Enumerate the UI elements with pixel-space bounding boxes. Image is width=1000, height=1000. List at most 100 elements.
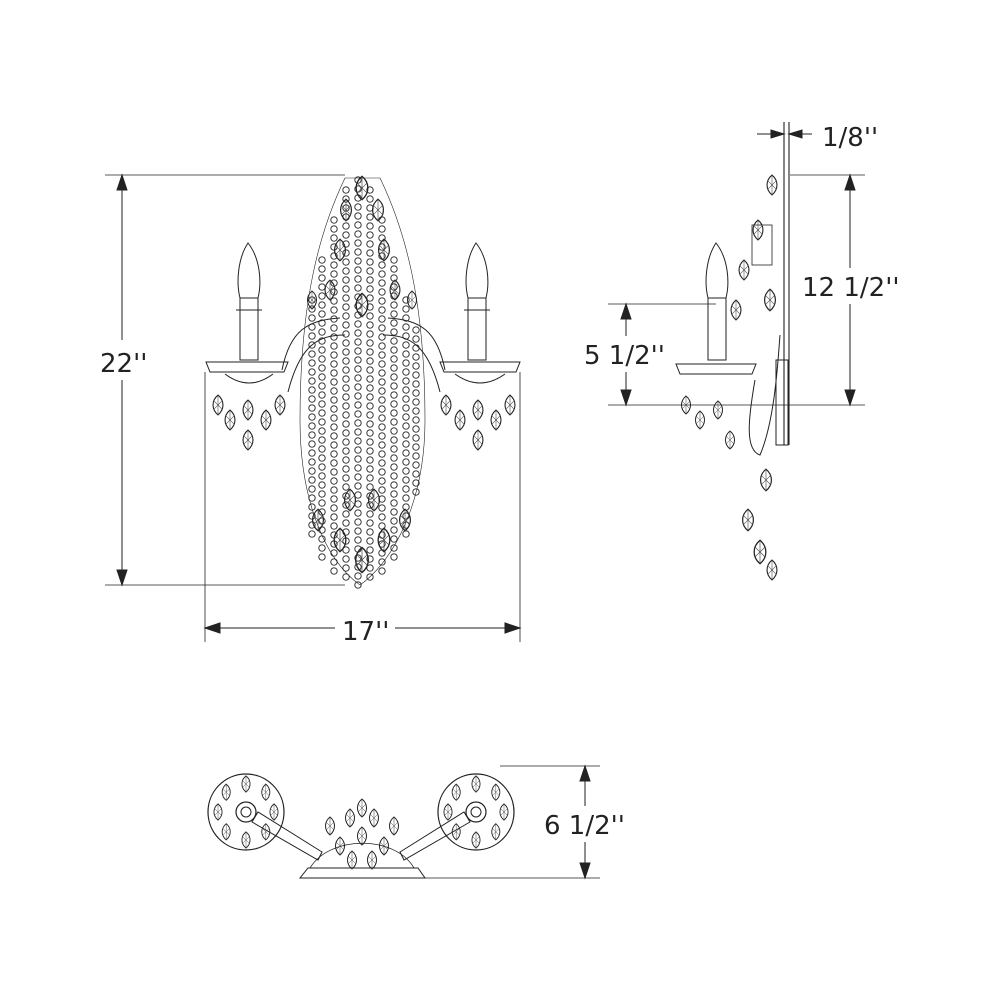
- crystal-shape: [379, 836, 389, 856]
- crystal-shape: [325, 816, 335, 836]
- bead-shape: [342, 483, 350, 491]
- bead-shape: [308, 350, 316, 358]
- bead-shape: [402, 476, 410, 484]
- bead-shape: [390, 400, 398, 408]
- bead-shape: [342, 402, 350, 410]
- bead-shape: [342, 321, 350, 329]
- backplate-thickness-label: 1/8'': [822, 123, 878, 153]
- bead-shape: [366, 483, 374, 491]
- crystal-shape: [399, 508, 411, 532]
- bead-shape: [366, 294, 374, 302]
- bead-shape: [354, 212, 362, 220]
- crystal-shape: [345, 808, 355, 828]
- bead-shape: [412, 389, 420, 397]
- crystal-shape: [333, 527, 347, 553]
- bead-shape: [402, 494, 410, 502]
- bead-shape: [354, 392, 362, 400]
- bead-shape: [354, 257, 362, 265]
- bead-shape: [318, 409, 326, 417]
- bead-shape: [330, 549, 338, 557]
- bead-shape: [402, 350, 410, 358]
- bead-shape: [378, 351, 386, 359]
- bead-shape: [366, 456, 374, 464]
- crystal-shape: [269, 803, 279, 821]
- bead-shape: [318, 481, 326, 489]
- bead-shape: [318, 535, 326, 543]
- bead-shape: [378, 459, 386, 467]
- crystal-shape: [766, 559, 778, 581]
- bead-shape: [390, 391, 398, 399]
- crystal-shape: [221, 823, 231, 841]
- top-dimensions: [540, 764, 632, 880]
- bead-shape: [308, 458, 316, 466]
- front-view: [105, 174, 521, 642]
- bead-shape: [342, 330, 350, 338]
- bead-shape: [330, 486, 338, 494]
- bead-shape: [378, 423, 386, 431]
- bead-shape: [378, 297, 386, 305]
- bead-shape: [366, 321, 374, 329]
- bead-shape: [366, 267, 374, 275]
- right-candle: [464, 242, 490, 361]
- bead-shape: [366, 249, 374, 257]
- crystal-shape: [221, 783, 231, 801]
- bead-shape: [412, 461, 420, 469]
- bead-shape: [390, 490, 398, 498]
- bead-shape: [354, 239, 362, 247]
- crystal-shape: [472, 399, 484, 421]
- bead-shape: [378, 486, 386, 494]
- bead-shape: [412, 407, 420, 415]
- bead-shape: [412, 380, 420, 388]
- bead-shape: [308, 449, 316, 457]
- bead-shape: [354, 365, 362, 373]
- bead-shape: [330, 342, 338, 350]
- bead-shape: [354, 338, 362, 346]
- bead-shape: [318, 355, 326, 363]
- bead-shape: [342, 285, 350, 293]
- bead-shape: [342, 366, 350, 374]
- bead-shape: [342, 384, 350, 392]
- bead-shape: [330, 387, 338, 395]
- bead-shape: [318, 427, 326, 435]
- bead-shape: [390, 517, 398, 525]
- bead-shape: [366, 546, 374, 554]
- bead-shape: [354, 446, 362, 454]
- bead-shape: [354, 464, 362, 472]
- crystal-shape: [738, 259, 750, 281]
- bead-shape: [354, 248, 362, 256]
- bead-shape: [390, 454, 398, 462]
- bead-shape: [378, 288, 386, 296]
- bead-shape: [330, 495, 338, 503]
- bead-shape: [402, 530, 410, 538]
- crystal-shape: [274, 394, 286, 416]
- bead-shape: [366, 375, 374, 383]
- bead-shape: [354, 383, 362, 391]
- bead-shape: [342, 339, 350, 347]
- bead-shape: [390, 481, 398, 489]
- bead-shape: [318, 391, 326, 399]
- crystal-shape: [340, 198, 352, 222]
- bead-shape: [366, 384, 374, 392]
- bead-shape: [390, 301, 398, 309]
- crystal-shape: [440, 394, 452, 416]
- bead-shape: [390, 508, 398, 516]
- crystal-shape: [389, 816, 399, 836]
- side-dimensions: [582, 129, 905, 407]
- bead-shape: [402, 431, 410, 439]
- bead-shape: [354, 437, 362, 445]
- bead-shape: [308, 314, 316, 322]
- crystal-shape: [357, 798, 367, 818]
- bead-shape: [354, 536, 362, 544]
- crystal-shape: [260, 409, 272, 431]
- bead-shape: [390, 274, 398, 282]
- bead-shape: [354, 230, 362, 238]
- bead-shape: [318, 499, 326, 507]
- bead-shape: [390, 364, 398, 372]
- crystal-shape: [369, 808, 379, 828]
- bead-shape: [390, 337, 398, 345]
- bead-shape: [402, 485, 410, 493]
- bead-shape: [366, 330, 374, 338]
- crystal-shape: [443, 803, 453, 821]
- crystal-shape: [367, 850, 377, 870]
- crystal-shape: [471, 775, 481, 793]
